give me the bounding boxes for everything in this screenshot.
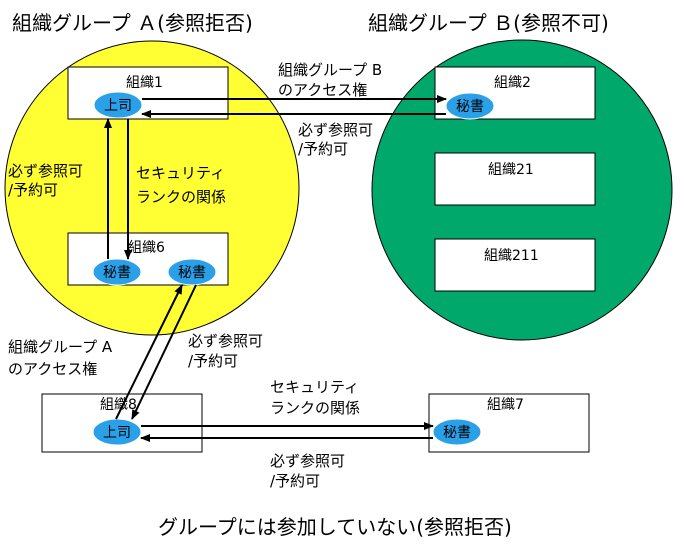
org211-box xyxy=(434,238,596,292)
org7-secretary-ellipse xyxy=(432,418,482,446)
bottom-heading: グループには参加していない(参照拒否) xyxy=(158,515,512,539)
org1-label: 組織1 xyxy=(126,75,163,91)
org6-label: 組織6 xyxy=(128,240,165,256)
must-label-left-line2: /予約可 xyxy=(8,181,58,199)
org8-label: 組織8 xyxy=(100,397,137,413)
org7-secretary-label: 秘書 xyxy=(443,425,471,441)
must-label-left-line1: 必ず参照可 xyxy=(8,162,83,180)
security-label-bottom-line1: セキュリティ xyxy=(270,378,359,396)
security-label-top-line2: ランクの関係 xyxy=(136,188,226,206)
org6-secretary-right-label: 秘書 xyxy=(178,265,206,281)
arrow-sec6-to-boss8 xyxy=(131,284,197,420)
org1-boss-label: 上司 xyxy=(104,98,132,114)
must-label-top-right-line2: /予約可 xyxy=(298,140,348,158)
org8-boss-label: 上司 xyxy=(103,425,131,441)
org21-label: 組織21 xyxy=(488,162,534,178)
org6-secretary-left-ellipse xyxy=(92,258,142,286)
group-a-heading: 組織グループ Ａ(参照拒否) xyxy=(12,11,253,35)
must-label-bottom-line1: 必ず参照可 xyxy=(270,452,345,470)
org6-secretary-right-ellipse xyxy=(167,258,217,286)
access-b-label-line1: 組織グループ B xyxy=(278,61,382,79)
org1-boss-ellipse xyxy=(93,91,143,119)
org211-label: 組織211 xyxy=(484,248,539,264)
org2-secretary-label: 秘書 xyxy=(456,99,484,115)
access-a-label-line2: のアクセス権 xyxy=(8,360,97,378)
must-label-middle-line2: /予約可 xyxy=(188,352,238,370)
must-label-middle-line1: 必ず参照可 xyxy=(188,332,263,350)
arrow-boss8-to-sec6 xyxy=(115,284,183,420)
security-label-top-line1: セキュリティ xyxy=(136,164,225,182)
security-label-bottom-line2: ランクの関係 xyxy=(270,399,360,417)
must-label-bottom-line2: /予約可 xyxy=(270,472,320,490)
org6-secretary-left-label: 秘書 xyxy=(103,265,131,281)
must-label-top-right-line1: 必ず参照可 xyxy=(298,121,373,139)
access-a-label-line1: 組織グループ A xyxy=(8,338,113,356)
org7-label: 組織7 xyxy=(487,397,524,413)
group-b-heading: 組織グループ Ｂ(参照不可) xyxy=(368,11,609,35)
org2-label: 組織2 xyxy=(494,75,531,91)
org2-secretary-ellipse xyxy=(445,92,495,120)
org21-box xyxy=(434,152,596,206)
access-b-label-line2: のアクセス権 xyxy=(278,81,367,99)
